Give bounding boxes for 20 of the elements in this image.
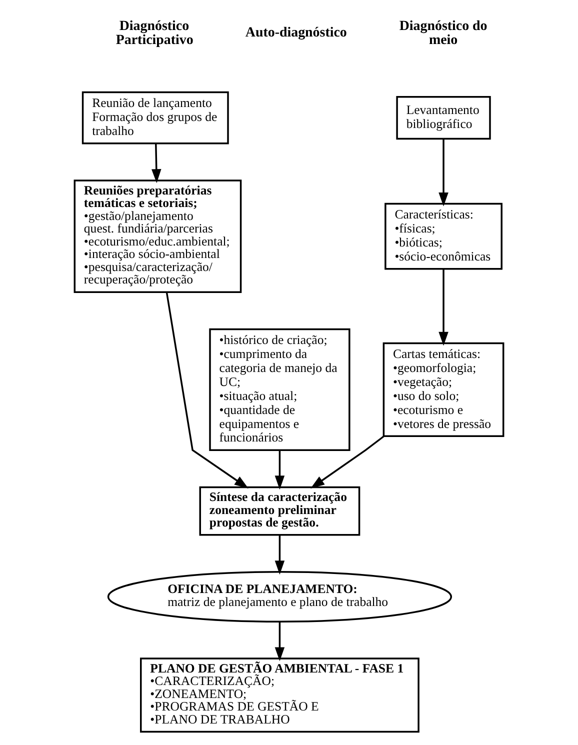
arrow — [152, 144, 162, 184]
label: Auto-diagnóstico — [245, 26, 347, 41]
node-box: Características: •físicas; •bióticas; •sócio-econômicas — [384, 202, 502, 270]
node-box: •histórico de criação; •cumprimento da categoria de manejo da UC; •situação atual; •quantidade de equipamentos e funcionários — [209, 328, 350, 451]
arrow — [166, 292, 248, 488]
arrow — [438, 139, 448, 206]
node-ellipse: OFICINA DE PLANEJAMENTO: matriz de planejamento e plano de trabalho — [107, 570, 452, 622]
node-box: Síntese da caracterização zoneamento preliminar propostas de gestão. — [199, 486, 360, 536]
arrow — [274, 535, 285, 575]
arrow — [274, 450, 285, 490]
node-box: Cartas temáticas: •geomorfologia; •vegetação; •uso do solo; •ecoturismo e •vetores de pressão — [382, 342, 504, 438]
label: Diagnóstico do meio — [399, 19, 488, 48]
arrow — [274, 622, 285, 662]
node-box: Reunião de lançamento Formação dos grupos de trabalho — [82, 91, 229, 144]
label: Diagnóstico Participativo — [116, 19, 194, 48]
node-box: Levantamento bibliográfico — [396, 96, 491, 140]
node-box: PLANO DE GESTÃO AMBIENTAL - FASE 1 •CARACTERIZAÇÃO; •ZONEAMENTO; •PROGRAMAS DE GESTÃO E •PLANO DE TRABALHO — [140, 658, 420, 733]
arrow — [310, 436, 384, 488]
arrow — [438, 269, 448, 346]
node-box: Reuniões preparatórias temáticas e setoriais; •gestão/planejamento quest. fundiária/parcerias •ecoturismo/educ.ambiental; •interação sócio-ambiental •pesquisa/caracterização/ recuperação/proteção — [74, 180, 242, 293]
